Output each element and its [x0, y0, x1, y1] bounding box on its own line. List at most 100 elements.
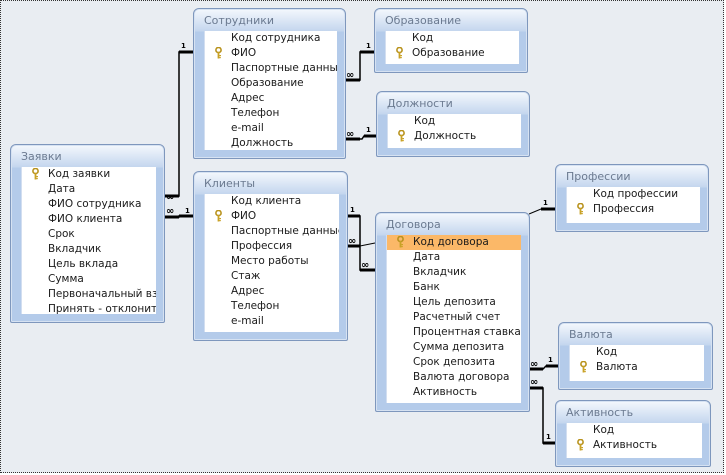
- rel-aktivnost-dogovora[interactable]: [529, 386, 555, 445]
- field-row[interactable]: Паспортные данные: [205, 61, 337, 76]
- field-name: Банк: [413, 281, 440, 293]
- field-row[interactable]: Сумма депозита: [387, 340, 521, 355]
- field-row[interactable]: Телефон: [205, 106, 337, 121]
- field-row[interactable]: Код: [567, 423, 702, 438]
- primary-key-icon: [397, 235, 404, 248]
- field-row[interactable]: Адрес: [205, 284, 339, 299]
- field-row[interactable]: Код договора: [387, 235, 521, 250]
- rel-valyuta-dogovora[interactable]: [529, 364, 558, 371]
- field-row[interactable]: Процентная ставка: [387, 325, 521, 340]
- field-name: Вкладчик: [413, 266, 467, 278]
- field-row[interactable]: Цель депозита: [387, 295, 521, 310]
- field-row[interactable]: Стаж: [205, 269, 339, 284]
- field-row[interactable]: ФИО: [205, 209, 339, 224]
- field-row[interactable]: Паспортные данные: [205, 224, 339, 239]
- table-title[interactable]: Клиенты: [204, 177, 256, 190]
- field-row[interactable]: Активность: [387, 385, 521, 400]
- table-title[interactable]: Заявки: [21, 150, 62, 163]
- field-row[interactable]: Вкладчик: [387, 265, 521, 280]
- cardinality-many: ∞: [348, 236, 356, 247]
- field-row[interactable]: Цель вклада: [22, 257, 156, 272]
- field-row[interactable]: Расчетный счет: [387, 310, 521, 325]
- field-row[interactable]: Образование: [205, 76, 337, 91]
- table-title[interactable]: Договора: [386, 218, 441, 231]
- field-name: Процентная ставка: [413, 326, 521, 338]
- field-row[interactable]: Банк: [387, 280, 521, 295]
- field-row[interactable]: Профессия: [567, 202, 700, 217]
- field-row[interactable]: Вкладчик: [22, 242, 156, 257]
- field-row[interactable]: Срок: [22, 227, 156, 242]
- field-row[interactable]: ФИО сотрудника: [22, 197, 156, 212]
- field-name: Стаж: [231, 270, 261, 282]
- field-row[interactable]: ФИО клиента: [22, 212, 156, 227]
- field-row[interactable]: Адрес: [205, 91, 337, 106]
- cardinality-many: ∞: [530, 359, 538, 370]
- field-row[interactable]: Валюта договора: [387, 370, 521, 385]
- field-row[interactable]: Активность: [567, 438, 702, 453]
- field-row[interactable]: Должность: [205, 136, 337, 150]
- field-name: Первоначальный взно: [48, 288, 156, 300]
- table-title[interactable]: Образование: [385, 14, 462, 27]
- field-row[interactable]: Образование: [386, 46, 519, 61]
- rel-klienty-zayavki[interactable]: [165, 214, 193, 219]
- table-title[interactable]: Должности: [387, 97, 453, 110]
- field-row[interactable]: e-mail: [205, 314, 339, 329]
- field-name: Паспортные данные: [231, 225, 339, 237]
- table-title[interactable]: Активность: [566, 406, 634, 419]
- field-row[interactable]: Профессия: [205, 239, 339, 254]
- table-title[interactable]: Сотрудники: [204, 14, 275, 27]
- table-title[interactable]: Профессии: [566, 170, 631, 183]
- table-title[interactable]: Валюта: [569, 328, 613, 341]
- rel-dolzhnosti-sotrudniki[interactable]: [345, 134, 376, 141]
- field-name: Код клиента: [231, 195, 302, 207]
- field-row[interactable]: Принять - отклонить: [22, 302, 156, 314]
- cardinality-one: 1: [366, 126, 371, 134]
- field-row[interactable]: Должность: [388, 129, 521, 144]
- rel-professii-klienty[interactable]: [347, 207, 555, 248]
- field-name: Дата: [413, 251, 441, 263]
- field-row[interactable]: e-mail: [205, 121, 337, 136]
- cardinality-one: 1: [546, 433, 551, 441]
- field-row[interactable]: Дата: [387, 250, 521, 265]
- field-name: Код: [412, 32, 434, 44]
- field-row[interactable]: Код: [570, 345, 704, 360]
- rel-klienty-dogovora[interactable]: [347, 214, 375, 272]
- field-row[interactable]: Код сотрудника: [205, 31, 337, 46]
- field-row[interactable]: Сумма: [22, 272, 156, 287]
- field-row[interactable]: Код профессии: [567, 187, 700, 202]
- field-row[interactable]: Дата: [22, 182, 156, 197]
- field-row[interactable]: Срок депозита: [387, 355, 521, 370]
- field-row[interactable]: Место работы: [205, 254, 339, 269]
- field-row[interactable]: Код клиента: [205, 194, 339, 209]
- rel-sotrudniki-zayavki[interactable]: [165, 50, 193, 198]
- field-row[interactable]: Код заявки: [22, 167, 156, 182]
- field-name: Валюта: [596, 361, 638, 373]
- field-row[interactable]: Телефон: [205, 299, 339, 314]
- field-name: ФИО сотрудника: [48, 198, 142, 210]
- field-row[interactable]: ФИО: [205, 46, 337, 61]
- field-name: Код сотрудника: [231, 32, 321, 44]
- field-row[interactable]: Код: [388, 114, 521, 129]
- field-row[interactable]: Код: [386, 31, 519, 46]
- field-row[interactable]: Валюта: [570, 360, 704, 375]
- field-row[interactable]: Первоначальный взно: [22, 287, 156, 302]
- rel-obrazovanie-sotrudniki[interactable]: [345, 50, 374, 82]
